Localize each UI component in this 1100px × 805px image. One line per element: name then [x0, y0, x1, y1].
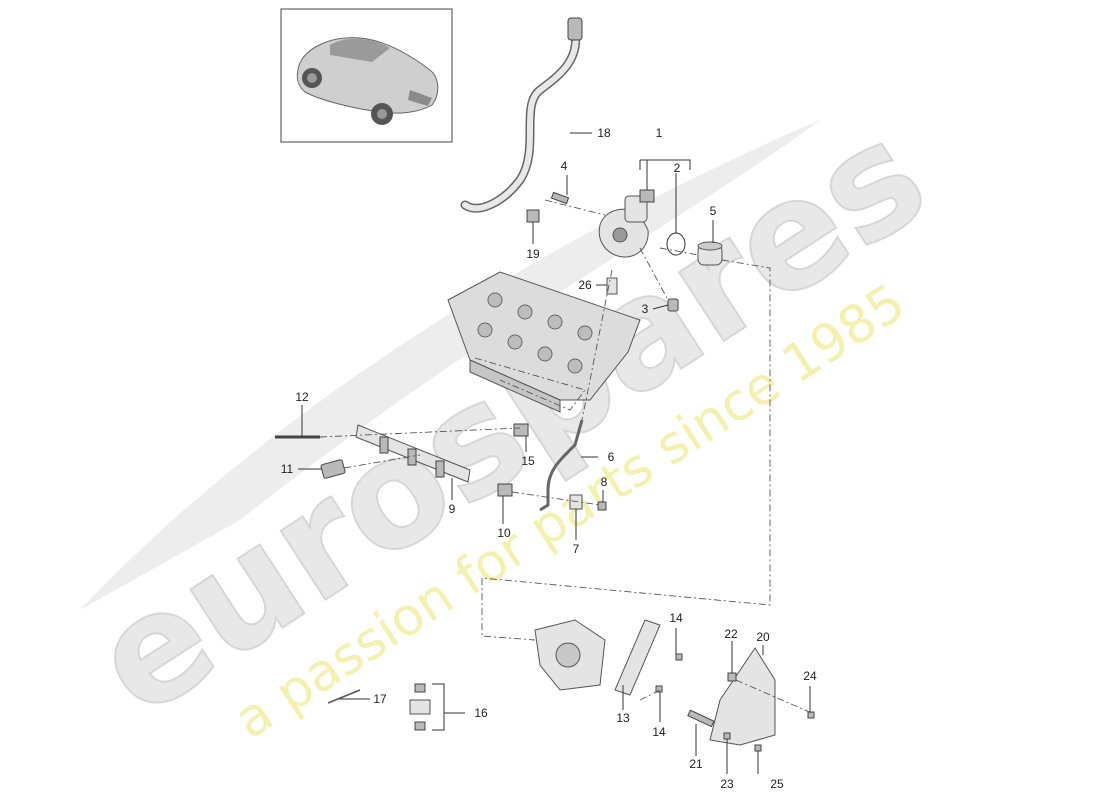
callout-11[interactable]: 11	[281, 462, 294, 476]
callout-3[interactable]: 3	[642, 302, 649, 316]
part-5-roller-tappet	[697, 241, 723, 266]
callout-labels: 1 2 3 4 5 6 7 8 9 10 11 12 13 14 14 15 1…	[281, 126, 817, 791]
part-21-pin	[687, 709, 715, 728]
callout-8[interactable]: 8	[601, 475, 608, 489]
callout-10[interactable]: 10	[497, 526, 511, 540]
callout-9[interactable]: 9	[449, 502, 456, 516]
callout-17[interactable]: 17	[373, 692, 387, 706]
assembly-lines	[319, 199, 815, 715]
vehicle-thumbnail	[280, 8, 453, 143]
part-13-bracket	[614, 619, 661, 696]
callout-25[interactable]: 25	[770, 777, 784, 791]
part-14-bolt-upper	[675, 653, 683, 661]
part-17-wire	[327, 689, 361, 704]
callout-12[interactable]: 12	[295, 390, 309, 404]
callout-16[interactable]: 16	[474, 706, 488, 720]
vacuum-pump-housing	[534, 619, 606, 691]
callout-1[interactable]: 1	[656, 126, 663, 140]
car-illustration	[296, 37, 439, 125]
part-18-vent-hose	[460, 17, 583, 213]
part-1-high-pressure-pump	[598, 189, 655, 258]
part-22-sleeve	[727, 672, 737, 682]
part-14-bolt-lower	[655, 685, 663, 693]
part-26-fitting	[606, 277, 618, 295]
callout-15[interactable]: 15	[521, 454, 535, 468]
callout-24[interactable]: 24	[803, 669, 817, 683]
part-15-clamp	[513, 423, 529, 437]
part-3-plug	[667, 298, 679, 312]
part-24-bolt	[807, 711, 815, 719]
part-11-pressure-sensor	[320, 459, 346, 479]
part-25-bolt	[754, 744, 762, 752]
callout-18[interactable]: 18	[597, 126, 611, 140]
callout-2[interactable]: 2	[674, 161, 681, 175]
callout-22[interactable]: 22	[724, 627, 738, 641]
callout-21[interactable]: 21	[689, 757, 703, 771]
callout-5[interactable]: 5	[710, 204, 717, 218]
callout-26[interactable]: 26	[578, 278, 592, 292]
part-20-cover	[709, 647, 776, 746]
leader-lines	[298, 132, 811, 774]
callout-6[interactable]: 6	[608, 450, 615, 464]
callout-4[interactable]: 4	[561, 159, 568, 173]
part-23-bolt	[723, 732, 731, 740]
callout-19[interactable]: 19	[526, 247, 540, 261]
part-7-bracket	[569, 494, 583, 510]
part-16-sensor-kit	[409, 683, 431, 731]
callout-7[interactable]: 7	[573, 542, 580, 556]
part-10-clamp	[497, 483, 513, 497]
part-4-bolt	[550, 191, 570, 205]
callout-23[interactable]: 23	[720, 777, 734, 791]
callout-13[interactable]: 13	[616, 711, 630, 725]
callout-14-upper[interactable]: 14	[669, 611, 683, 625]
part-19-clip	[526, 209, 540, 223]
part-6-pressure-line	[539, 419, 584, 512]
part-8-bolt	[597, 501, 607, 511]
callout-14-lower[interactable]: 14	[652, 725, 666, 739]
callout-20[interactable]: 20	[756, 630, 770, 644]
